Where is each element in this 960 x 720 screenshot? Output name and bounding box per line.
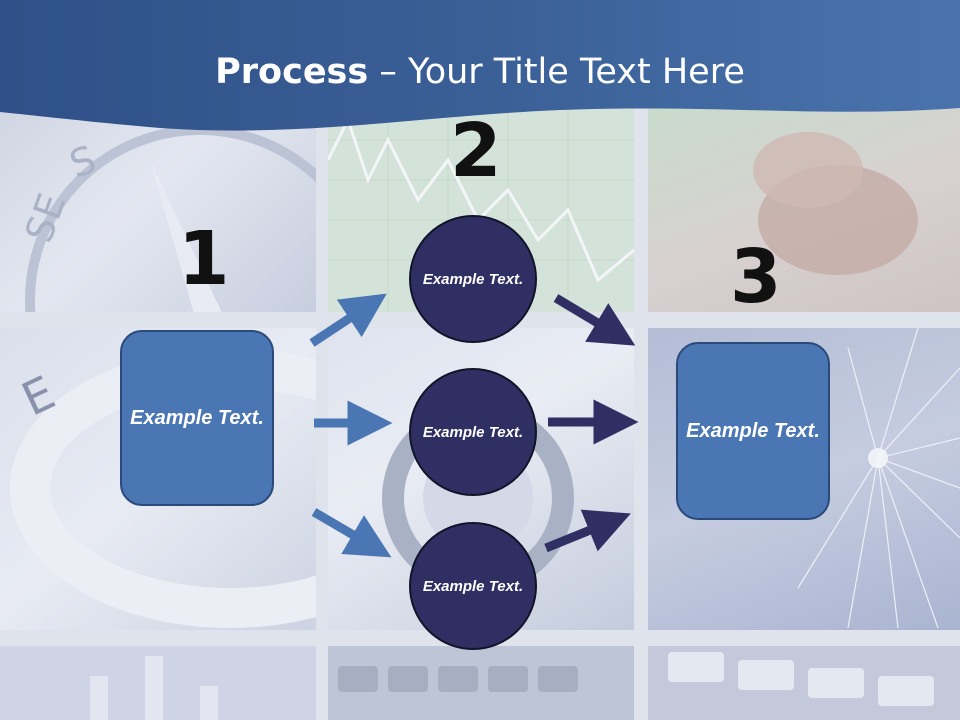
arrow-from-bottom-circle xyxy=(544,509,631,553)
circle-bottom: Example Text. xyxy=(409,522,537,650)
background-photo-compass: SE S xyxy=(0,100,316,312)
step-number-2: 2 xyxy=(450,108,502,194)
arrow-from-top-circle xyxy=(553,294,636,346)
title-rest: – Your Title Text Here xyxy=(368,52,745,92)
circle-middle: Example Text. xyxy=(409,368,537,496)
start-box: Example Text. xyxy=(120,330,274,506)
page-title: Process – Your Title Text Here xyxy=(0,52,960,92)
end-box: Example Text. xyxy=(676,342,830,520)
background-photo-bars xyxy=(0,646,316,720)
header-banner xyxy=(0,0,960,131)
circle-top: Example Text. xyxy=(409,215,537,343)
background-photo-keyboard-keys xyxy=(648,646,960,720)
arrow-to-top-circle xyxy=(309,293,387,347)
background-photo-keyboard xyxy=(328,646,634,720)
title-bold: Process xyxy=(215,52,369,92)
step-number-3: 3 xyxy=(730,234,782,320)
arrow-to-bottom-circle xyxy=(311,508,392,558)
background-photo-hand xyxy=(648,100,960,312)
step-number-1: 1 xyxy=(178,216,230,302)
